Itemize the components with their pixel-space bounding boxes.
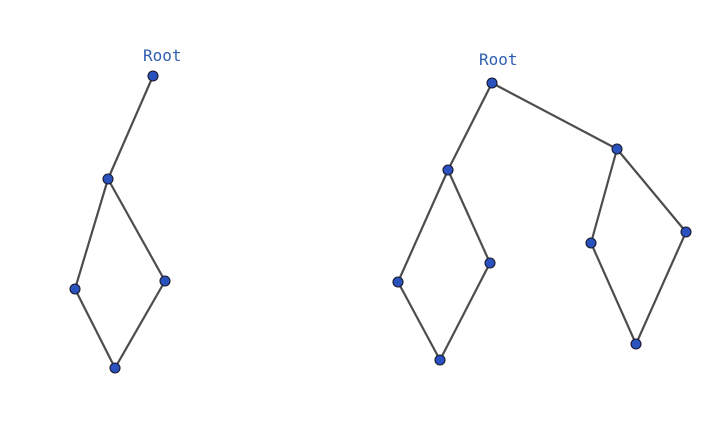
node-right-5 xyxy=(434,354,446,366)
node-right-3 xyxy=(392,276,404,288)
edge-left-0-1 xyxy=(106,74,155,181)
edge-right-7-8 xyxy=(634,230,688,346)
graph-left-edges xyxy=(73,74,167,370)
graph-right-edges xyxy=(396,81,688,362)
edge-left-1-3 xyxy=(106,177,167,283)
edge-right-0-1 xyxy=(446,81,494,172)
node-right-8 xyxy=(630,338,642,350)
graph-left-nodes xyxy=(69,70,171,374)
node-right-2 xyxy=(611,143,623,155)
node-right-1 xyxy=(442,164,454,176)
edge-right-6-8 xyxy=(589,241,638,346)
root-label-left: Root xyxy=(143,46,182,65)
node-left-4 xyxy=(109,362,121,374)
edge-right-2-6 xyxy=(589,147,619,245)
node-right-7 xyxy=(680,226,692,238)
edge-right-1-3 xyxy=(396,168,450,284)
root-node-right-0 xyxy=(486,77,498,89)
node-right-4 xyxy=(484,257,496,269)
edge-right-2-7 xyxy=(615,147,688,234)
edge-right-1-4 xyxy=(446,168,492,265)
edge-right-0-2 xyxy=(490,81,619,151)
node-left-2 xyxy=(69,283,81,295)
graph-left: Root xyxy=(69,46,182,374)
edge-left-2-4 xyxy=(73,287,117,370)
node-right-6 xyxy=(585,237,597,249)
root-label-right: Root xyxy=(479,50,518,69)
edge-left-3-4 xyxy=(113,279,167,370)
graph-right: Root xyxy=(392,50,692,366)
root-node-left-0 xyxy=(147,70,159,82)
graph-right-nodes xyxy=(392,77,692,366)
edge-left-1-2 xyxy=(73,177,110,291)
edge-right-4-5 xyxy=(438,261,492,362)
node-left-1 xyxy=(102,173,114,185)
node-left-3 xyxy=(159,275,171,287)
edge-right-3-5 xyxy=(396,280,442,362)
